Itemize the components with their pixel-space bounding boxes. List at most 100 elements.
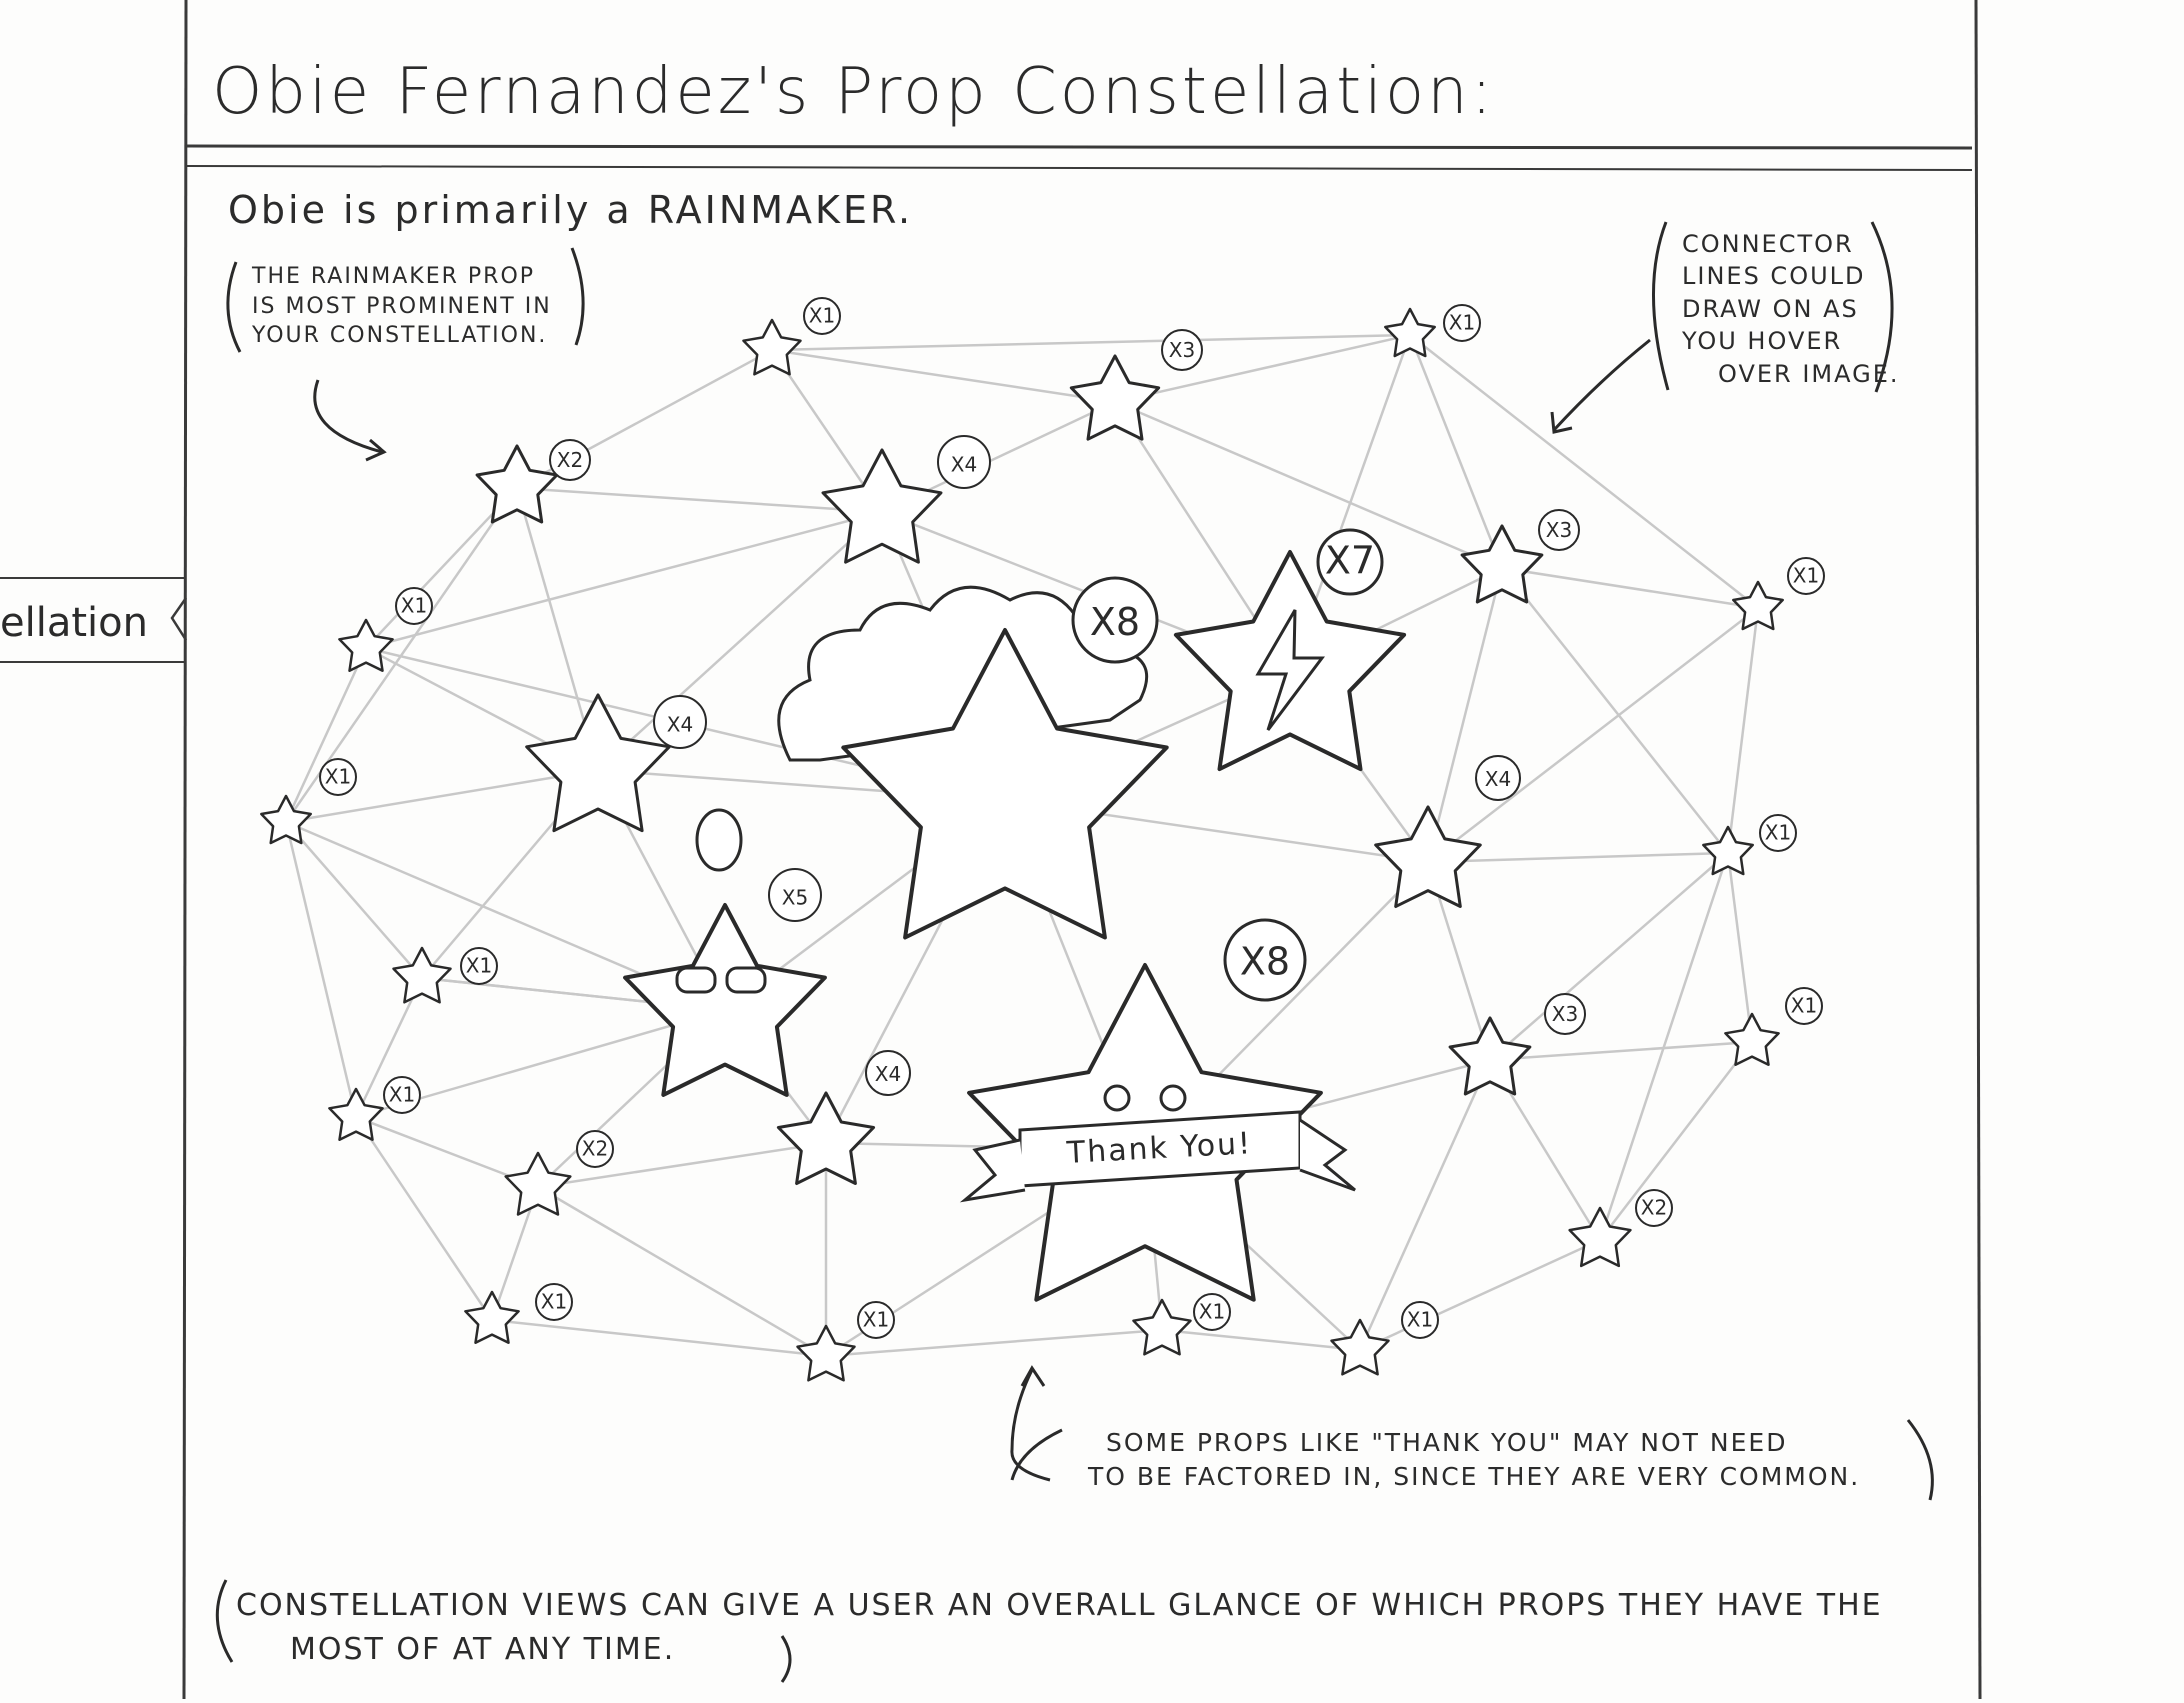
connector-line [1726, 607, 1760, 854]
megaphone-star-icon[interactable]: X4 [525, 693, 707, 833]
page-subtitle: Obie is primarily a RAINMAKER. [228, 188, 914, 232]
star-icon[interactable]: X1 [1702, 814, 1797, 876]
count-badge [1544, 993, 1586, 1035]
sunglasses-star-icon[interactable]: X3 [1069, 329, 1203, 441]
count-badge [803, 297, 841, 335]
count-label: X2 [557, 448, 583, 472]
helmet-star-icon[interactable]: X1 [464, 1283, 573, 1344]
patched-star-icon[interactable]: X2 [1568, 1189, 1673, 1268]
count-badge [395, 587, 433, 625]
clipboard-star-icon[interactable]: X4 [776, 1050, 911, 1185]
count-badge [319, 758, 357, 796]
chicken-star-icon[interactable]: X1 [1132, 1293, 1231, 1356]
count-badge [1538, 509, 1580, 551]
page-frame [0, 0, 1982, 1700]
arrow-head [1020, 1365, 1046, 1387]
connector-line [1409, 334, 1759, 609]
connector-line [771, 333, 1411, 352]
flag-star-icon[interactable]: X4 [821, 435, 991, 564]
thank-you-star-icon[interactable]: X8 [967, 918, 1323, 1302]
count-label: X1 [1407, 1307, 1433, 1331]
count-label: X1 [863, 1307, 889, 1331]
star-shape [776, 1091, 876, 1185]
star-shape [464, 1290, 520, 1344]
star-shape [1330, 1318, 1390, 1376]
count-label: X1 [1793, 563, 1819, 587]
pirate-star-icon[interactable]: X1 [742, 297, 841, 376]
right-paren [570, 247, 585, 346]
note-line: OVER IMAGE. [1718, 359, 1900, 388]
connector-note: CONNECTOR LINES COULD DRAW ON AS YOU HOV… [1682, 228, 1900, 390]
connector-line [284, 821, 358, 1118]
count-label: X3 [1169, 338, 1195, 362]
star-shape [1702, 825, 1754, 876]
diver-star-icon[interactable]: X1 [392, 946, 498, 1004]
thank-you-arrow [1010, 1369, 1051, 1482]
count-label: X7 [1325, 539, 1375, 583]
star-shape [796, 1324, 856, 1382]
hat-star-icon[interactable]: X3 [1460, 509, 1580, 604]
connector-line [516, 486, 883, 514]
count-badge [460, 947, 498, 985]
rainmaker-arrow [313, 379, 383, 454]
dancer-star-icon[interactable]: X1 [338, 587, 433, 672]
cowboy-star-icon[interactable]: X1 [328, 1076, 421, 1141]
splash-star-icon[interactable]: X1 [1724, 987, 1823, 1066]
glasses-icon [725, 966, 767, 994]
count-badge [1759, 814, 1797, 852]
rider-star-icon[interactable]: X1 [796, 1301, 895, 1382]
rainmaker-star-icon[interactable]: X8 [777, 576, 1169, 940]
count-label: X2 [582, 1136, 608, 1160]
star-shape [1374, 805, 1482, 908]
footer-note: CONSTELLATION VIEWS CAN GIVE A USER AN O… [236, 1584, 1883, 1671]
connector-line [1114, 400, 1503, 570]
angry-star-icon[interactable]: X1 [1384, 304, 1481, 358]
cheerleader-star-icon[interactable]: X4 [1374, 755, 1521, 908]
star-shape [1132, 1298, 1192, 1356]
star-shape [475, 444, 559, 524]
wizard-star-icon[interactable]: X3 [1448, 993, 1586, 1096]
eye-icon [1103, 1084, 1131, 1112]
arrow-head [365, 438, 387, 462]
right-paren [780, 1635, 792, 1683]
count-label: X1 [389, 1082, 415, 1106]
count-badge [1071, 576, 1159, 664]
star-icon[interactable]: X1 [1732, 557, 1825, 631]
connector-line [354, 977, 424, 1118]
connector-line [1427, 607, 1759, 863]
connector-line [537, 1141, 827, 1189]
count-label: X4 [951, 452, 977, 476]
eye-icon [1159, 1084, 1187, 1112]
star-shape [260, 794, 312, 845]
star-shape [525, 693, 671, 833]
note-line: YOUR CONSTELLATION. [252, 323, 548, 349]
count-badge [1785, 987, 1823, 1025]
connector-line [537, 1185, 827, 1358]
thank-you-banner: Thank You! [959, 1110, 1356, 1203]
connector-line [1359, 1238, 1601, 1352]
connector-line [1161, 1328, 1361, 1352]
glasses-icon [675, 966, 717, 994]
note-line: TO BE FACTORED IN, SINCE THEY ARE VERY C… [1088, 1461, 1861, 1491]
runner-star-icon[interactable]: X1 [260, 758, 357, 845]
callout-marks [215, 221, 1934, 1683]
count-badge [865, 1050, 911, 1096]
count-badge [1401, 1301, 1439, 1339]
lightning-star-icon[interactable]: X7 [1173, 528, 1407, 772]
count-badge [576, 1130, 614, 1168]
count-label: X1 [401, 593, 427, 617]
trumpet-star-icon[interactable]: X1 [1330, 1301, 1439, 1376]
count-badge [857, 1301, 895, 1339]
lightbulb-star-icon[interactable]: X5 [623, 808, 827, 1097]
count-badge [653, 695, 707, 749]
left-paren [1010, 1428, 1063, 1481]
badge-star-icon[interactable]: X2 [504, 1130, 614, 1216]
note-line: YOU HOVER [1682, 327, 1843, 356]
count-badge [1635, 1189, 1673, 1227]
star-shape [1460, 524, 1544, 604]
star-shape [742, 318, 802, 376]
climber-star-icon[interactable]: X2 [475, 439, 591, 524]
side-tab-label[interactable]: ellation [0, 600, 148, 646]
